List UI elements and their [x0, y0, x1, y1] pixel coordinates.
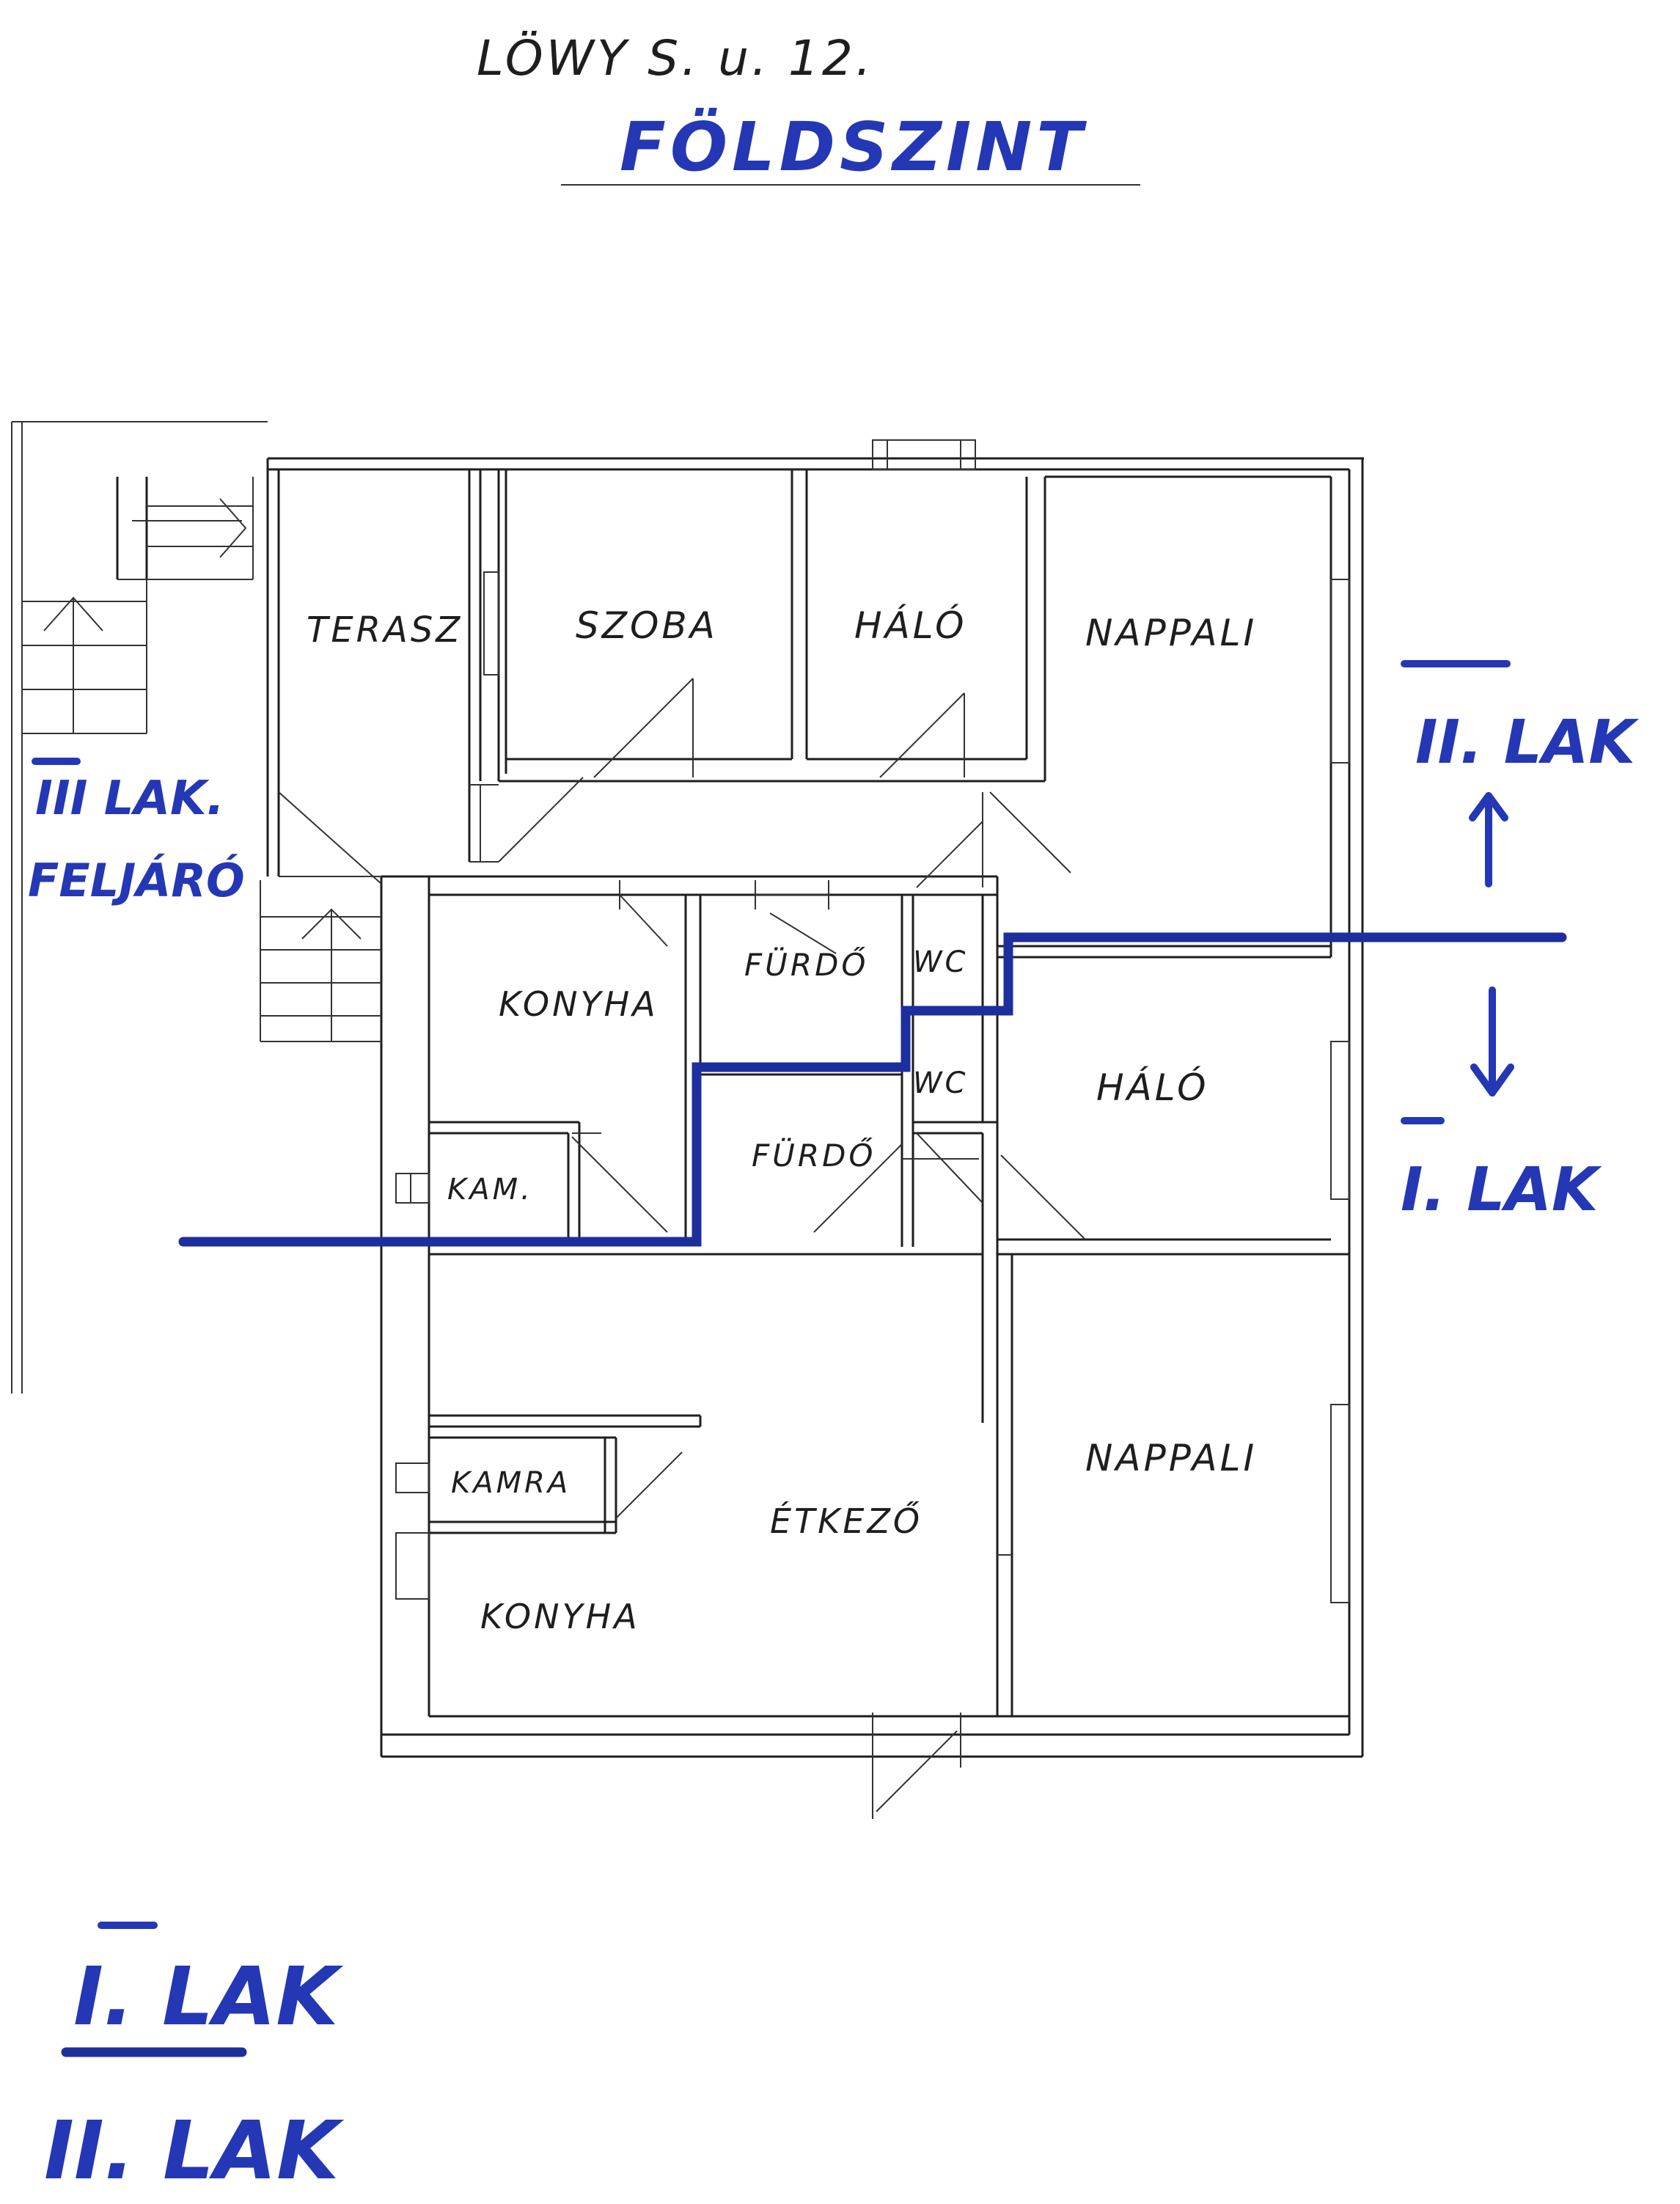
- room-furdo-mid: FÜRDŐ: [752, 1137, 876, 1174]
- arrow-up-icon: [1469, 792, 1508, 887]
- room-konyha-top: KONYHA: [499, 984, 659, 1024]
- room-furdo-top: FÜRDŐ: [744, 946, 868, 983]
- arrow-down-icon: [1470, 986, 1514, 1096]
- top-rooms: [278, 439, 1350, 1603]
- legend-lak2: II. LAK: [44, 2104, 345, 2197]
- room-szoba: SZOBA: [576, 604, 718, 647]
- room-konyha-bottom: KONYHA: [480, 1597, 640, 1636]
- room-wc-mid: WC: [913, 1066, 968, 1100]
- legend-lak1: I. LAK: [73, 1949, 344, 2043]
- room-terasz: TERASZ: [307, 609, 463, 651]
- lak3-title: III LAK.: [35, 772, 224, 826]
- room-nappali-top: NAPPALI: [1085, 612, 1257, 654]
- lower-rooms: [395, 1414, 1012, 1819]
- lak1-label-right: I. LAK: [1401, 1155, 1602, 1225]
- lak3-subtitle: FELJÁRÓ: [28, 854, 245, 907]
- room-wc-top: WC: [913, 945, 968, 979]
- room-etkezo: ÉTKEZŐ: [770, 1501, 922, 1541]
- lak2-label-right: II. LAK: [1415, 708, 1639, 777]
- legend: I. LAK II. LAK: [44, 1922, 345, 2197]
- room-kamra: KAMRA: [451, 1466, 571, 1500]
- apartment-divider: [178, 932, 1567, 1247]
- address-title: LÖWY S. u. 12.: [477, 30, 874, 87]
- staircase-left: [11, 421, 268, 1394]
- middle-rooms: [395, 791, 1349, 1716]
- room-nappali-bottom: NAPPALI: [1085, 1437, 1257, 1479]
- room-halo-mid: HÁLÓ: [1096, 1066, 1208, 1109]
- room-halo-top: HÁLÓ: [854, 604, 966, 647]
- room-kam: KAM.: [447, 1173, 533, 1207]
- staircase-terasz: [260, 880, 381, 1042]
- floor-title: FÖLDSZINT: [620, 106, 1087, 186]
